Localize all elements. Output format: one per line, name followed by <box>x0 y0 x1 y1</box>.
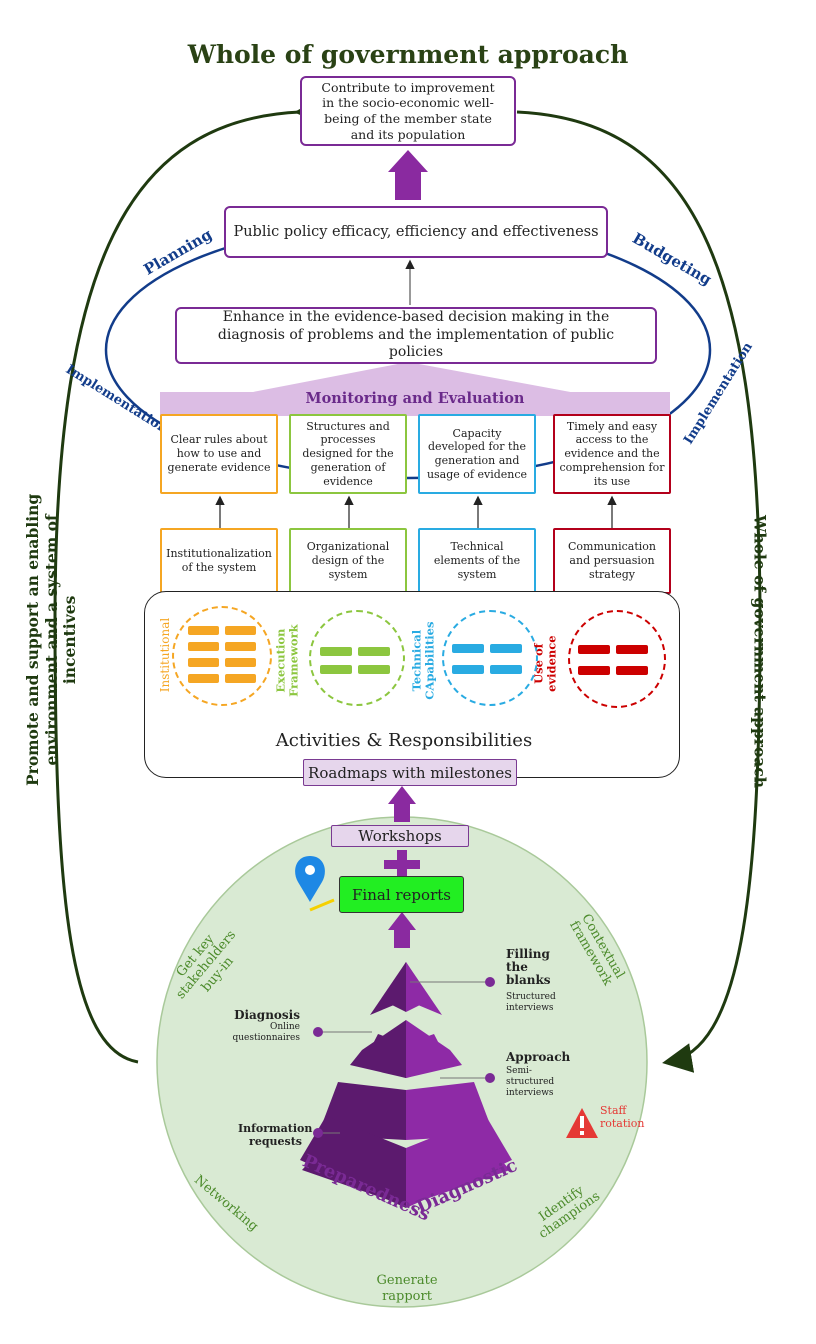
location-pin-icon <box>295 856 335 912</box>
purple-arrow-roadmap <box>388 786 416 822</box>
circle-label: Use of evidence <box>531 635 558 692</box>
circle-label: Institutional <box>158 617 172 693</box>
left-side-text: Promote and support an enabling environm… <box>23 493 80 786</box>
monitoring-label: Monitoring and Evaluation <box>305 390 525 407</box>
bar-group-red <box>578 645 650 675</box>
component-box: Communication and persuasion strategy <box>553 528 671 594</box>
pyramid-solid <box>300 962 512 1208</box>
circle-label: Execution Framework <box>273 624 300 697</box>
evidence-box: Enhance in the evidence-based decision m… <box>175 307 657 364</box>
outcome-box: Timely and easy access to the evidence a… <box>553 414 671 494</box>
workshops-label: Workshops <box>331 825 469 847</box>
purple-plus-h <box>384 860 420 869</box>
circle-technical <box>442 610 538 706</box>
right-side-text: Whole of government approach <box>750 514 770 789</box>
purple-arrow-reports <box>388 912 416 948</box>
right-outer-arc <box>516 110 762 1073</box>
bar-group-blue <box>452 644 524 674</box>
approach-title: Approach <box>506 1050 571 1064</box>
filling-sub: Structured interviews <box>506 992 556 1013</box>
outcome-box: Capacity developed for the generation an… <box>418 414 536 494</box>
left-outer-arc <box>53 95 325 1064</box>
component-box: Organizational design of the system <box>289 528 407 594</box>
diagnosis-title: Diagnosis <box>234 1008 300 1022</box>
warning-icon <box>566 1108 598 1138</box>
top-goal-box: Contribute to improvement in the socio-e… <box>300 76 516 146</box>
bar-group-orange <box>188 626 258 683</box>
final-reports-box: Final reports <box>339 876 464 913</box>
purple-arrow-top <box>388 150 428 200</box>
circle-institutional <box>172 606 272 706</box>
roadmaps-label: Roadmaps with milestones <box>303 759 517 786</box>
approach-sub: Semi-structured interviews <box>506 1066 555 1098</box>
component-box: Technical elements of the system <box>418 528 536 594</box>
circle-label: Technical CApabilities <box>409 621 436 700</box>
circle-execution <box>309 610 405 706</box>
outcome-box: Clear rules about how to use and generat… <box>160 414 278 494</box>
filling-title: Filling the blanks <box>506 947 551 988</box>
diagnosis-sub: Online questionnaires <box>232 1022 301 1044</box>
activities-title: Activities & Responsibilities <box>275 730 533 751</box>
public-policy-box: Public policy efficacy, efficiency and e… <box>224 206 608 258</box>
page-title: Whole of government approach <box>187 40 629 69</box>
component-box: Institutionalization of the system <box>160 528 278 594</box>
rapport-label: Generate rapport <box>376 1273 438 1304</box>
circle-use <box>568 610 666 708</box>
staff-rotation-label: Staff rotation <box>600 1104 645 1131</box>
bar-group-green <box>320 647 392 674</box>
outcome-box: Structures and processes designed for th… <box>289 414 407 494</box>
info-title: Information requests <box>238 1122 313 1149</box>
